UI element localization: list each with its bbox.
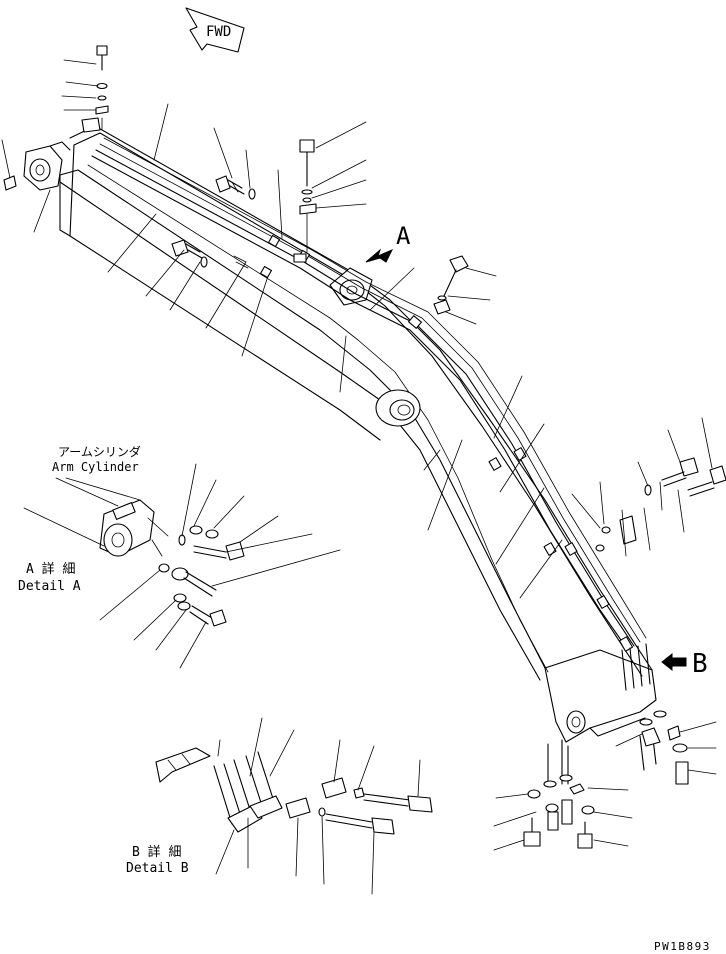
callout-a-label: A xyxy=(396,222,411,250)
top-left-bolt-stack xyxy=(1,45,169,233)
arm-cylinder-label: アームシリンダ Arm Cylinder xyxy=(52,444,141,507)
detail-b: B 詳 細 Detail B xyxy=(126,717,433,895)
detail-a-title-jp: A 詳 細 xyxy=(26,561,75,577)
arm-cylinder-en: Arm Cylinder xyxy=(52,460,139,474)
callout-a: A xyxy=(365,222,411,263)
upper-bolts xyxy=(107,127,283,357)
detail-b-title-jp: B 詳 細 xyxy=(132,844,181,860)
detail-b-title-en: Detail B xyxy=(126,861,189,876)
boom-body xyxy=(23,125,657,743)
upper-right-bolt-stack xyxy=(293,121,367,263)
detail-a: A 詳 細 Detail A xyxy=(18,463,341,669)
callout-b-label: B xyxy=(692,649,708,679)
fwd-arrow: FWD xyxy=(185,7,245,53)
foot-parts xyxy=(493,710,717,851)
detail-a-title-en: Detail A xyxy=(18,579,81,594)
drawing-code: PW1B893 xyxy=(654,940,711,953)
right-top-bolts xyxy=(369,255,497,325)
fwd-label: FWD xyxy=(206,24,231,40)
callout-b: B xyxy=(661,649,708,679)
right-bolts xyxy=(339,335,726,599)
arm-cylinder-jp: アームシリンダ xyxy=(58,444,141,459)
hose-lines xyxy=(91,137,651,691)
